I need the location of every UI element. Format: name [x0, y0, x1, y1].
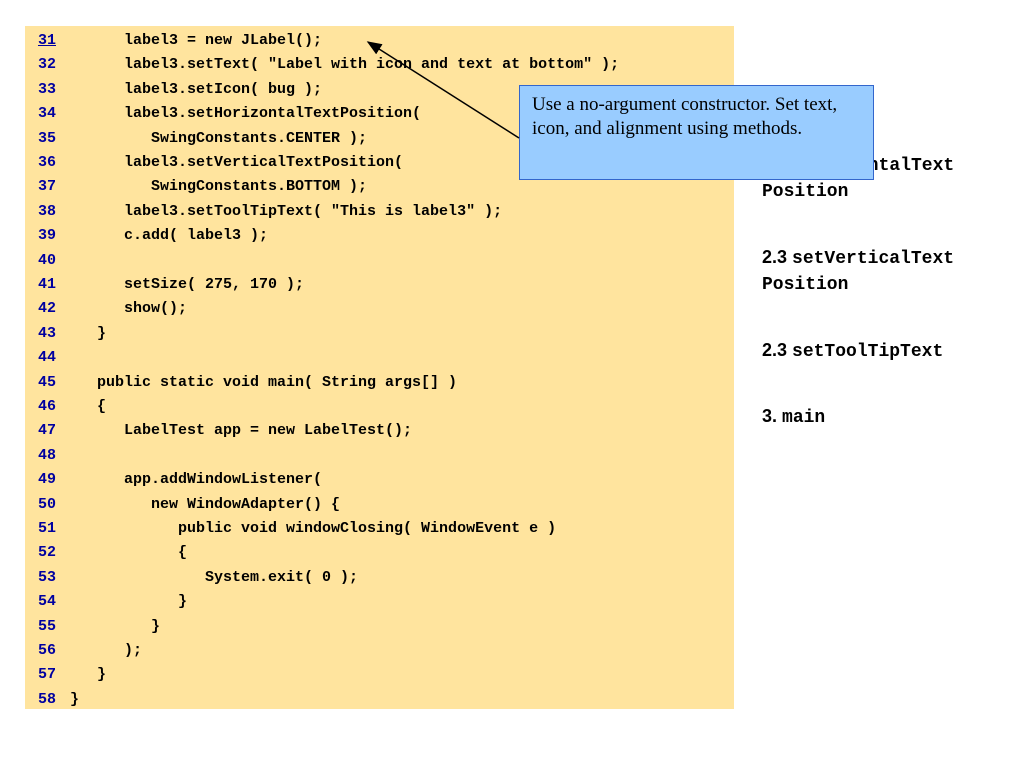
outline-item-main: 3. main [762, 404, 825, 430]
code-line: 31 label3 = new JLabel(); [25, 29, 734, 53]
code-text: new WindowAdapter() { [70, 495, 341, 513]
code-text: System.exit( 0 ); [70, 568, 359, 586]
line-number: 38 [37, 202, 56, 220]
code-line: 45 public static void main( String args[… [25, 371, 734, 395]
line-number: 36 [37, 154, 56, 171]
code-text: label3.setIcon( bug ); [70, 80, 323, 98]
outline-item-code-a: ontalText [857, 156, 955, 176]
code-text: show(); [70, 300, 188, 318]
line-number: 51 [37, 520, 56, 537]
code-text: label3.setText( "Label with icon and tex… [70, 56, 620, 74]
outline-item-code: main [782, 408, 826, 428]
code-line: 54 } [25, 590, 734, 614]
code-line: 43 } [25, 322, 734, 346]
code-text: } [70, 617, 161, 635]
code-text: app.addWindowListener( [70, 471, 323, 489]
code-text: { [70, 398, 107, 415]
line-number: 50 [37, 495, 56, 513]
code-line: 42 show(); [25, 297, 734, 321]
code-text: label3 = new JLabel(); [70, 32, 323, 49]
code-text: label3.setToolTipText( "This is label3" … [70, 202, 503, 220]
code-line: 32 label3.setText( "Label with icon and … [25, 53, 734, 77]
outline-item-code-a: setVerticalText [792, 249, 955, 269]
line-number: 32 [37, 56, 56, 74]
outline-item-number: 2.3 [762, 340, 793, 360]
line-number: 54 [37, 593, 56, 611]
code-line: 48 [25, 444, 734, 468]
code-line: 49 app.addWindowListener( [25, 468, 734, 492]
code-text: SwingConstants.BOTTOM ); [70, 178, 368, 196]
line-number: 39 [37, 227, 56, 245]
outline-item-code-b: Position [762, 275, 849, 295]
outline-item-code-b: Position [762, 182, 849, 202]
code-text: label3.setHorizontalTextPosition( [70, 105, 422, 123]
callout-text: Use a no-argument constructor. Set text,… [532, 94, 838, 139]
code-text: } [70, 593, 188, 611]
callout-box: Use a no-argument constructor. Set text,… [519, 85, 874, 180]
code-line: 50 new WindowAdapter() { [25, 493, 734, 517]
line-number: 49 [37, 471, 56, 489]
line-number: 31 [37, 32, 56, 49]
code-line: 44 [25, 346, 734, 370]
code-line: 58} [25, 688, 734, 712]
outline-item-vertical-text-position: 2.3 setVerticalText Position [762, 245, 954, 297]
code-line: 38 label3.setToolTipText( "This is label… [25, 200, 734, 224]
code-line: 39 c.add( label3 ); [25, 224, 734, 248]
code-text: c.add( label3 ); [70, 227, 269, 245]
line-number: 33 [37, 80, 56, 98]
code-text: } [70, 690, 80, 708]
line-number: 55 [37, 617, 56, 635]
code-line: 41 setSize( 275, 170 ); [25, 273, 734, 297]
outline-item-code: setToolTipText [792, 342, 944, 362]
code-text: label3.setVerticalTextPosition( [70, 154, 404, 171]
code-text: SwingConstants.CENTER ); [70, 129, 368, 147]
line-number: 46 [37, 398, 56, 415]
code-text: public static void main( String args[] ) [70, 373, 458, 391]
code-line: 47 LabelTest app = new LabelTest(); [25, 419, 734, 443]
code-line: 52 { [25, 541, 734, 565]
line-number: 34 [37, 105, 56, 123]
line-number: 44 [37, 349, 56, 367]
code-line: 53 System.exit( 0 ); [25, 566, 734, 590]
outline-item-horizontal-text-position: ontalText Position [762, 152, 954, 204]
line-number: 57 [37, 666, 56, 684]
code-line: 33 label3.setIcon( bug ); [25, 78, 734, 102]
code-text: setSize( 275, 170 ); [70, 276, 305, 293]
code-line: 51 public void windowClosing( WindowEven… [25, 517, 734, 541]
line-number: 47 [37, 422, 56, 440]
code-text: LabelTest app = new LabelTest(); [70, 422, 413, 440]
line-number: 56 [37, 642, 56, 659]
code-line: 56 ); [25, 639, 734, 663]
line-number: 43 [37, 324, 56, 342]
outline-item-number: 3. [762, 406, 783, 426]
code-text: public void windowClosing( WindowEvent e… [70, 520, 557, 537]
line-number: 45 [37, 373, 56, 391]
code-line: 40 [25, 249, 734, 273]
code-line: 37 SwingConstants.BOTTOM ); [25, 175, 734, 199]
code-text: } [70, 324, 107, 342]
line-number: 35 [37, 129, 56, 147]
line-number: 41 [37, 276, 56, 293]
code-text: ); [70, 642, 143, 659]
code-line: 57 } [25, 663, 734, 687]
code-line: 34 label3.setHorizontalTextPosition( [25, 102, 734, 126]
line-number: 52 [37, 544, 56, 562]
outline-item-tooltip-text: 2.3 setToolTipText [762, 338, 943, 364]
code-text: } [70, 666, 107, 684]
code-line: 35 SwingConstants.CENTER ); [25, 127, 734, 151]
code-line: 55 } [25, 615, 734, 639]
line-number: 37 [37, 178, 56, 196]
code-line: 46 { [25, 395, 734, 419]
line-number: 58 [37, 690, 56, 708]
line-number: 40 [37, 251, 56, 269]
code-line: 36 label3.setVerticalTextPosition( [25, 151, 734, 175]
line-number: 53 [37, 568, 56, 586]
line-number: 48 [37, 446, 56, 464]
line-number: 42 [37, 300, 56, 318]
code-text: { [70, 544, 188, 562]
outline-item-number: 2.3 [762, 247, 793, 267]
